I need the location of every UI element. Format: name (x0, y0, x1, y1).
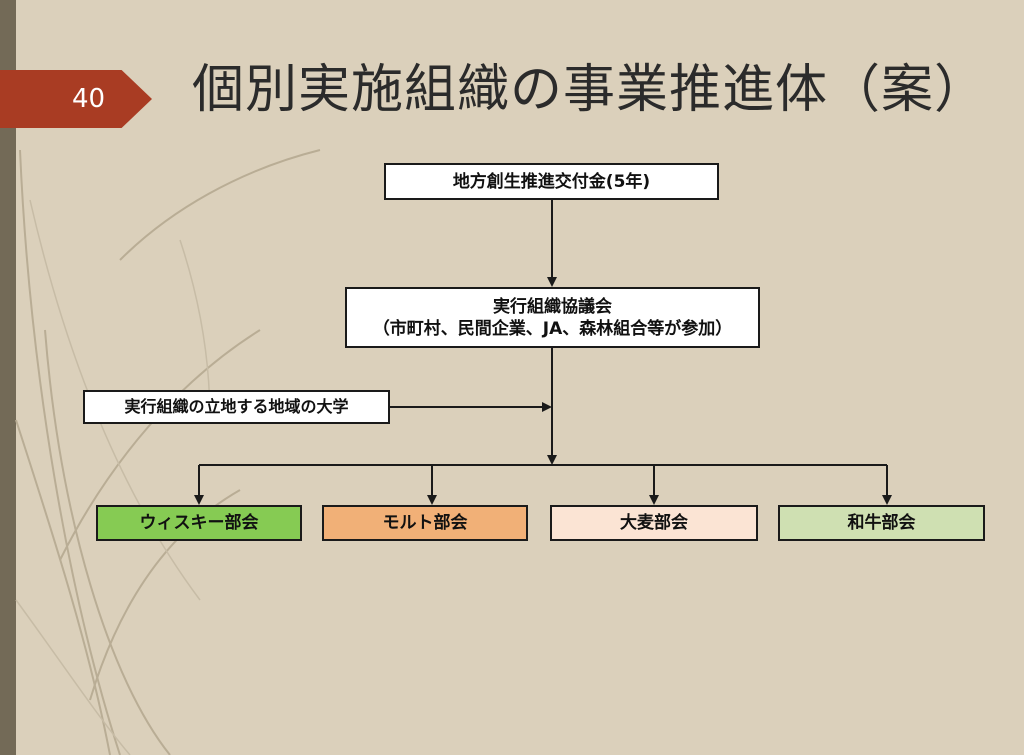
slide-number: 40 (72, 84, 106, 114)
left-sidebar-strip (0, 0, 16, 755)
department-barley-box: 大麦部会 (550, 505, 758, 541)
department-barley-label: 大麦部会 (620, 513, 688, 533)
slide-title: 個別実施組織の事業推進体（案） (192, 60, 988, 120)
department-malt-box: モルト部会 (322, 505, 528, 541)
grant-label: 地方創生推進交付金(5年) (452, 171, 651, 192)
department-wagyu-box: 和牛部会 (778, 505, 985, 541)
university-label: 実行組織の立地する地域の大学 (124, 397, 349, 416)
department-malt-label: モルト部会 (382, 513, 468, 533)
council-box: 実行組織協議会 （市町村、民間企業、JA、森林組合等が参加） (345, 287, 760, 348)
department-wagyu-label: 和牛部会 (847, 513, 916, 533)
department-whisky-box: ウィスキー部会 (96, 505, 302, 541)
department-whisky-label: ウィスキー部会 (139, 513, 259, 533)
university-box: 実行組織の立地する地域の大学 (83, 390, 390, 424)
grant-box: 地方創生推進交付金(5年) (384, 163, 719, 200)
slide-number-badge: 40 (0, 70, 152, 128)
council-members: （市町村、民間企業、JA、森林組合等が参加） (372, 318, 733, 339)
council-title: 実行組織協議会 (493, 296, 612, 317)
